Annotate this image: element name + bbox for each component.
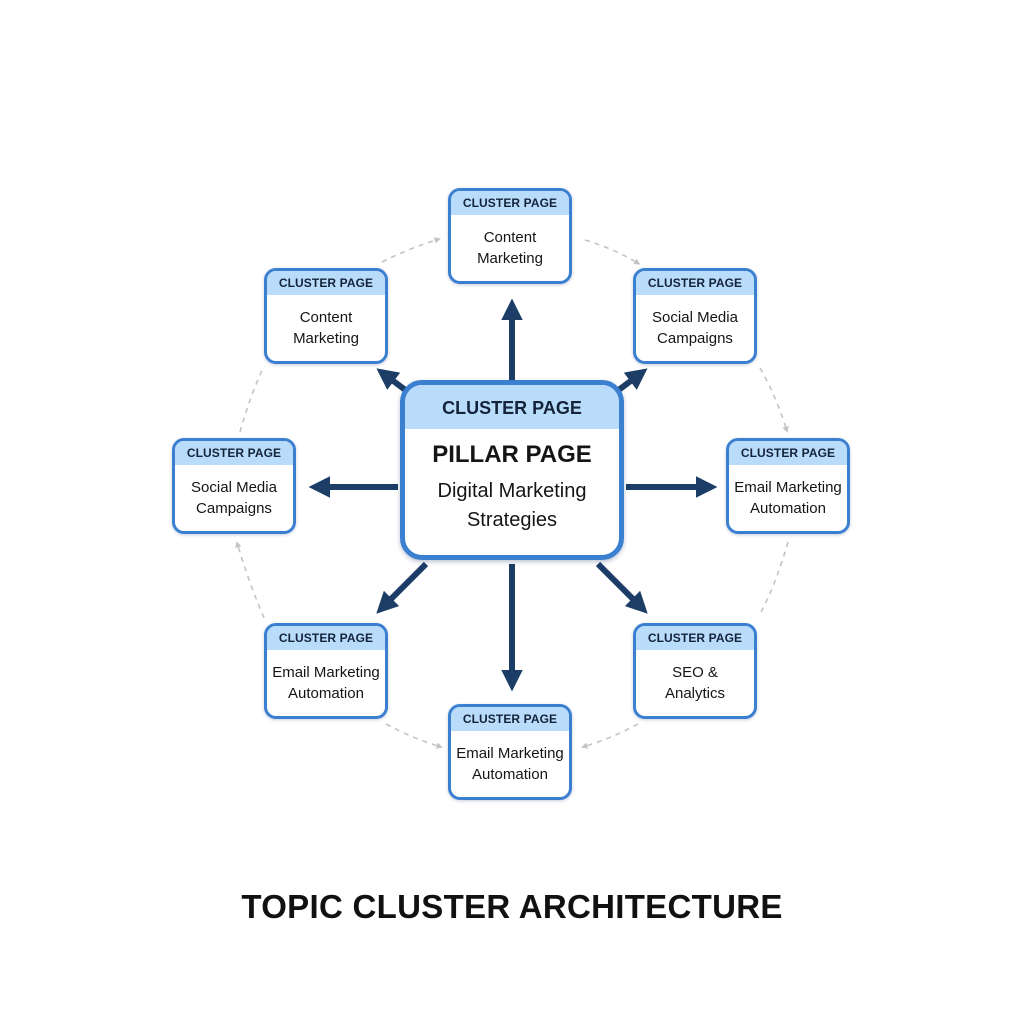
pillar-card-title: PILLAR PAGE	[432, 441, 592, 468]
cluster-card-label: Email Marketing Automation	[272, 664, 380, 702]
cluster-card-top-right[interactable]: CLUSTER PAGE Social Media Campaigns	[633, 268, 757, 364]
pillar-card-subtitle: Digital Marketing Strategies	[437, 480, 587, 531]
cluster-card-label: Email Marketing Automation	[456, 745, 564, 783]
cluster-card-bottom[interactable]: CLUSTER PAGE Email Marketing Automation	[448, 704, 572, 800]
cluster-card-label: Content Marketing	[293, 309, 359, 347]
dashed-ring-segment	[584, 239, 641, 265]
cluster-card-label: Social Media Campaigns	[652, 309, 738, 347]
dashed-ring-segment	[235, 541, 265, 619]
cluster-card-header: CLUSTER PAGE	[451, 707, 569, 731]
cluster-card-header: CLUSTER PAGE	[729, 441, 847, 465]
pillar-to-cluster-arrow	[376, 561, 429, 614]
pillar-card-header: CLUSTER PAGE	[405, 385, 619, 429]
cluster-card-label: Content Marketing	[477, 229, 543, 267]
cluster-card-top[interactable]: CLUSTER PAGE Content Marketing	[448, 188, 572, 284]
diagram-title: TOPIC CLUSTER ARCHITECTURE	[241, 888, 783, 925]
cluster-card-header: CLUSTER PAGE	[636, 271, 754, 295]
cluster-card-bottom-right[interactable]: CLUSTER PAGE SEO & Analytics	[633, 623, 757, 719]
cluster-card-top-left[interactable]: CLUSTER PAGE Content Marketing	[264, 268, 388, 364]
cluster-card-left[interactable]: CLUSTER PAGE Social Media Campaigns	[172, 438, 296, 534]
cluster-card-label: SEO & Analytics	[664, 664, 726, 702]
cluster-card-header: CLUSTER PAGE	[175, 441, 293, 465]
dashed-ring-segment	[239, 365, 265, 433]
cluster-card-label: Email Marketing Automation	[734, 479, 842, 517]
cluster-card-right[interactable]: CLUSTER PAGE Email Marketing Automation	[726, 438, 850, 534]
dashed-ring-segment	[759, 367, 789, 433]
cluster-card-header: CLUSTER PAGE	[451, 191, 569, 215]
dashed-ring-segment	[381, 237, 441, 263]
pillar-page-card[interactable]: CLUSTER PAGE PILLAR PAGE Digital Marketi…	[400, 380, 624, 560]
cluster-card-bottom-left[interactable]: CLUSTER PAGE Email Marketing Automation	[264, 623, 388, 719]
dashed-ring-segment	[759, 541, 789, 615]
cluster-card-header: CLUSTER PAGE	[267, 626, 385, 650]
dashed-ring-segment	[385, 723, 443, 749]
pillar-to-cluster-arrow	[595, 561, 648, 614]
cluster-card-label: Social Media Campaigns	[191, 479, 277, 517]
cluster-card-header: CLUSTER PAGE	[636, 626, 754, 650]
dashed-ring	[235, 237, 789, 749]
dashed-ring-segment	[581, 723, 639, 749]
cluster-card-header: CLUSTER PAGE	[267, 271, 385, 295]
